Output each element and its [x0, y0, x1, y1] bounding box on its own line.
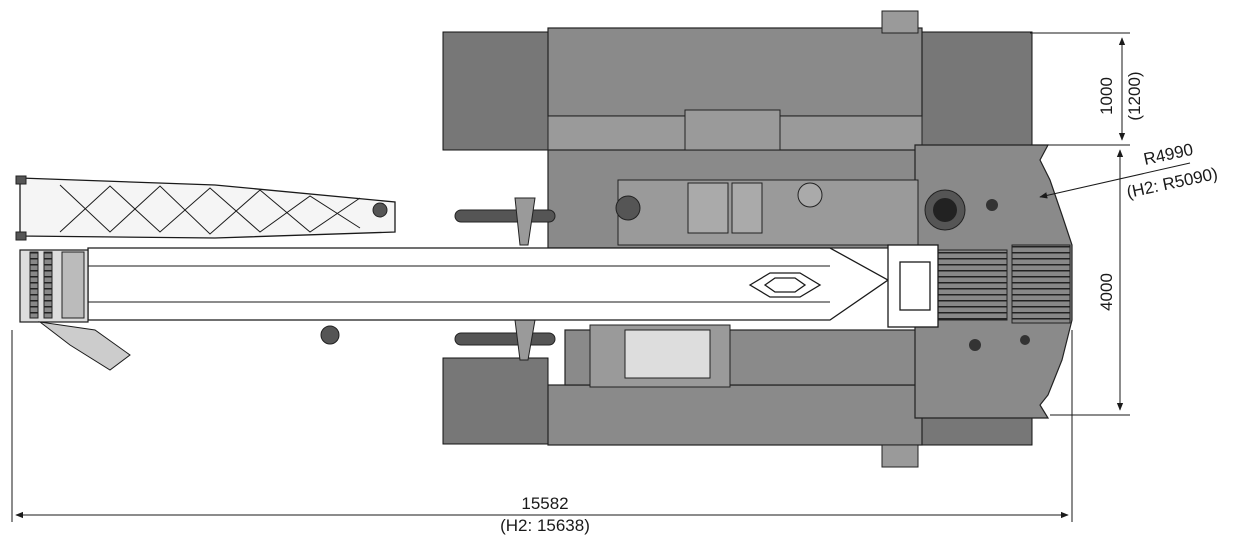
track-width-label: 1000	[1097, 77, 1116, 115]
tail-radius-label: R4990	[1142, 140, 1195, 169]
track-width-dimension: 1000 (1200)	[1030, 32, 1144, 146]
overall-length-alt-label: (H2: 15638)	[500, 516, 590, 535]
track-gauge-dimension: 4000	[1050, 149, 1130, 416]
tail-radius-alt-label: (H2: R5090)	[1125, 164, 1220, 202]
boom-head	[19, 249, 340, 371]
boom-cylinders	[454, 197, 556, 361]
lower-crawler-track	[442, 357, 1033, 468]
track-gauge-label: 4000	[1097, 273, 1116, 311]
track-width-alt-label: (1200)	[1125, 71, 1144, 120]
tail-radius-dimension: R4990 (H2: R5090)	[1039, 140, 1220, 202]
overall-length-label: 15582	[521, 494, 568, 513]
main-boom	[87, 244, 939, 328]
overall-length-dimension: 15582 (H2: 15638)	[11, 330, 1073, 535]
lattice-jib	[15, 175, 396, 241]
machinery-house	[615, 179, 1071, 324]
